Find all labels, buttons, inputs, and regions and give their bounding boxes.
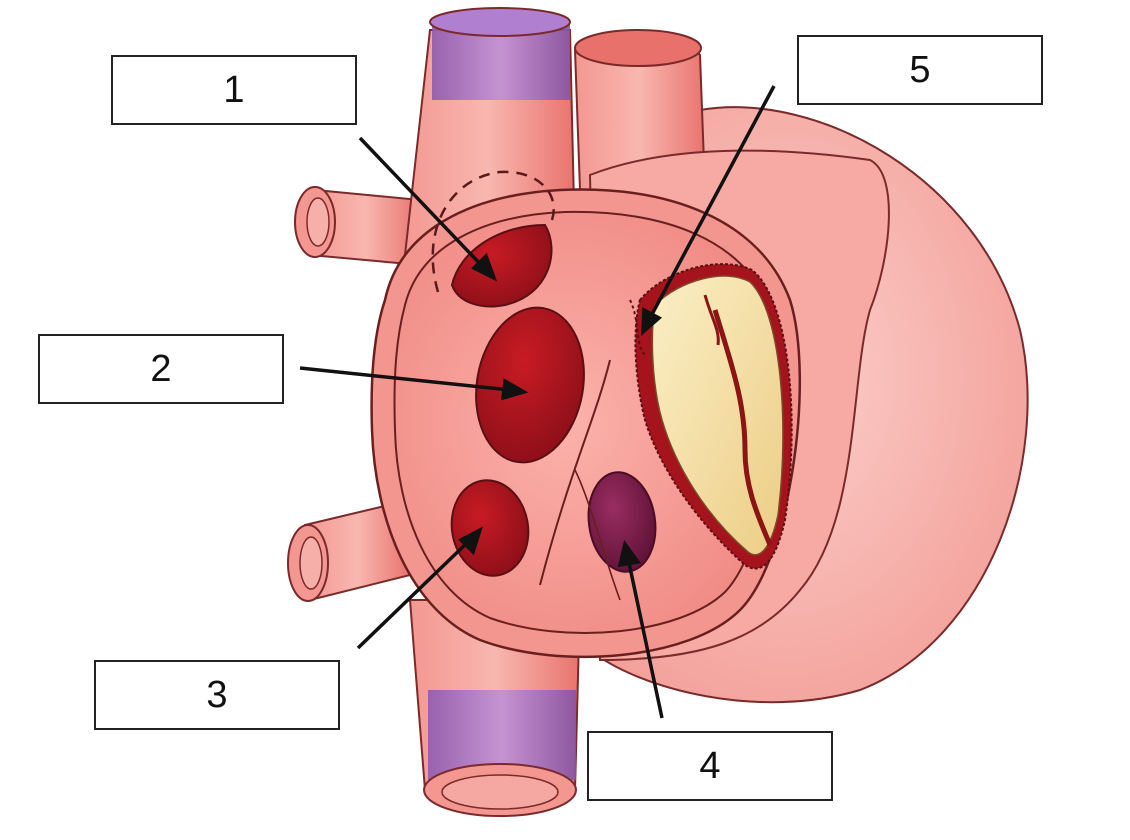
label-text-1: 1 xyxy=(223,68,245,111)
label-box-2[interactable]: 2 xyxy=(38,334,284,404)
label-text-2: 2 xyxy=(150,347,172,390)
label-box-3[interactable]: 3 xyxy=(94,660,340,730)
arrow-1 xyxy=(358,136,486,270)
label-box-1[interactable]: 1 xyxy=(111,55,357,125)
opening-1 xyxy=(450,223,553,308)
septal-ridge xyxy=(539,359,611,586)
label-text-5: 5 xyxy=(909,48,931,91)
inferior-vena-cava xyxy=(408,599,582,817)
pulmonary-vein-lower xyxy=(287,498,411,602)
dashed-outline xyxy=(431,170,555,293)
tricuspid-valve xyxy=(634,263,793,570)
label-text-3: 3 xyxy=(206,673,228,716)
label-text-4: 4 xyxy=(699,744,721,787)
label-box-4[interactable]: 4 xyxy=(587,731,833,801)
pulmonary-vein-upper xyxy=(294,186,421,267)
arrow-5 xyxy=(648,85,776,319)
arrow-2 xyxy=(299,366,511,392)
arrows xyxy=(299,85,776,719)
arrow-4 xyxy=(626,557,664,719)
arrow-3 xyxy=(356,538,472,650)
opening-4 xyxy=(587,471,657,573)
opening-2 xyxy=(475,306,585,464)
label-box-5[interactable]: 5 xyxy=(797,35,1043,105)
